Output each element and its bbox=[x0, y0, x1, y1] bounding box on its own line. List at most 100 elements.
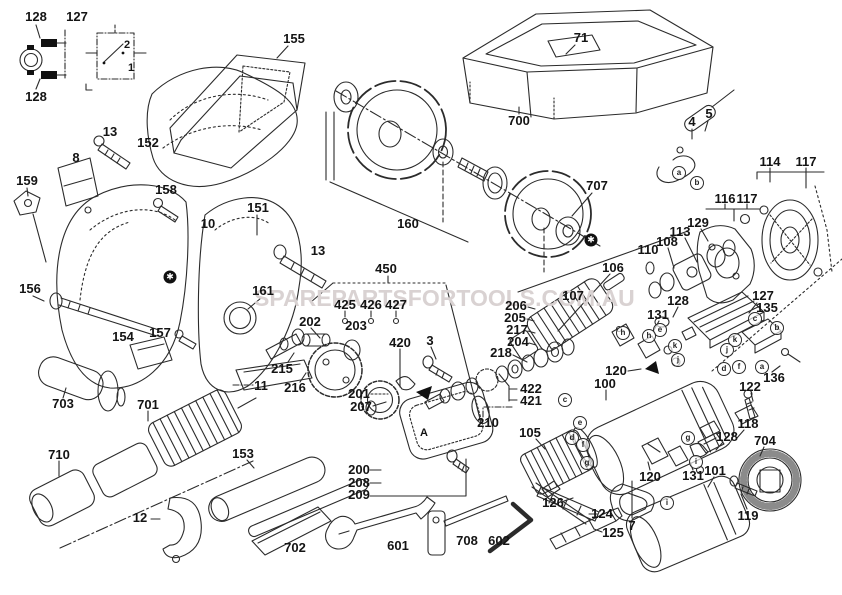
letter-marker-b: b bbox=[690, 176, 704, 190]
part-label-122: 122 bbox=[739, 378, 761, 394]
part-label-422: 422 bbox=[520, 380, 542, 396]
part-screw-3 bbox=[422, 355, 453, 383]
part-label-207: 207 bbox=[350, 398, 372, 414]
part-label-11: 11 bbox=[254, 377, 268, 393]
part-label-152: 152 bbox=[137, 134, 159, 150]
letter-marker-e: e bbox=[573, 416, 587, 430]
part-label-420: 420 bbox=[389, 334, 411, 350]
part-label-131: 131 bbox=[682, 467, 704, 483]
part-label-108: 108 bbox=[656, 233, 678, 249]
part-label-71: 71 bbox=[573, 29, 589, 45]
part-label-200: 200 bbox=[348, 461, 370, 477]
part-label-114: 114 bbox=[759, 153, 781, 169]
part-wrench-601 bbox=[325, 496, 436, 550]
part-label-704: 704 bbox=[754, 432, 776, 448]
part-label-13: 13 bbox=[310, 242, 326, 258]
letter-marker-h: h bbox=[616, 326, 630, 340]
part-label-131: 131 bbox=[647, 306, 669, 322]
part-flange-707 bbox=[555, 216, 581, 246]
part-pin-spanner-708 bbox=[427, 495, 509, 556]
part-screw-158 bbox=[152, 197, 179, 223]
part-label-117: 117 bbox=[736, 190, 758, 206]
letter-marker-j: j bbox=[671, 353, 685, 367]
part-wing-bolt-159 bbox=[13, 190, 47, 263]
part-label-127: 127 bbox=[66, 8, 88, 24]
part-label-450: 450 bbox=[375, 260, 397, 276]
part-label-218: 218 bbox=[490, 344, 512, 360]
part-label-119: 119 bbox=[737, 507, 759, 523]
part-label-159: 159 bbox=[16, 172, 38, 188]
part-blade-160 bbox=[347, 80, 447, 180]
part-pinion-200 bbox=[446, 449, 470, 474]
part-label-710: 710 bbox=[48, 446, 70, 462]
part-scraper-702 bbox=[251, 506, 332, 556]
part-shaft-cylinder bbox=[92, 442, 158, 498]
part-label-205: 205 bbox=[504, 309, 526, 325]
part-label-204: 204 bbox=[507, 333, 529, 349]
part-label-107: 107 bbox=[562, 287, 584, 303]
letter-marker-c: c bbox=[748, 312, 762, 326]
part-cap-cylinder-101 bbox=[625, 475, 751, 573]
part-label-101: 101 bbox=[704, 462, 726, 478]
part-label-128: 128 bbox=[25, 88, 47, 104]
part-guard-shell-152 bbox=[146, 66, 298, 187]
part-washer-chain-218 bbox=[424, 338, 575, 410]
part-label-128: 128 bbox=[25, 8, 47, 24]
part-label-113: 113 bbox=[669, 223, 691, 239]
part-label-8: 8 bbox=[72, 149, 80, 165]
part-label-128: 128 bbox=[716, 428, 738, 444]
part-gear-plate-203 bbox=[307, 339, 363, 398]
part-label-126: 126 bbox=[542, 494, 564, 510]
part-bearing-cap-710 bbox=[29, 469, 95, 527]
part-guard-shell-151 bbox=[197, 197, 302, 393]
part-label-707: 707 bbox=[586, 177, 608, 193]
letter-marker-c: c bbox=[558, 393, 572, 407]
part-label-421: 421 bbox=[520, 392, 542, 408]
part-blade-707 bbox=[504, 170, 592, 258]
part-label-216: 216 bbox=[284, 379, 306, 395]
part-plate-8 bbox=[57, 157, 99, 207]
part-label-157: 157 bbox=[149, 324, 171, 340]
part-label-602: 602 bbox=[488, 532, 510, 548]
part-label-206: 206 bbox=[505, 297, 527, 313]
part-label-201: 201 bbox=[348, 385, 370, 401]
part-label-2: 2 bbox=[123, 38, 131, 51]
part-label-7: 7 bbox=[628, 517, 636, 533]
part-label-5: 5 bbox=[705, 105, 713, 121]
part-foot-plate-11 bbox=[235, 359, 313, 391]
letter-marker-k: k bbox=[668, 339, 682, 353]
part-depth-rod-4-5 bbox=[656, 89, 735, 184]
part-label-209: 209 bbox=[348, 486, 370, 502]
part-case-71-700 bbox=[462, 9, 714, 120]
part-label-160: 160 bbox=[397, 215, 419, 231]
part-label-110: 110 bbox=[637, 241, 659, 257]
letter-marker-a: a bbox=[755, 360, 769, 374]
letter-marker-k: k bbox=[728, 333, 742, 347]
letter-marker-b: b bbox=[770, 321, 784, 335]
part-clamp-12 bbox=[162, 496, 202, 564]
part-washer-160 bbox=[333, 81, 359, 113]
letter-marker-i: i bbox=[660, 496, 674, 510]
part-label-120: 120 bbox=[639, 468, 661, 484]
part-label-215: 215 bbox=[271, 360, 293, 376]
part-label-135: 135 bbox=[756, 299, 778, 315]
assembly-marker-A: A bbox=[420, 427, 428, 439]
letter-marker-g: g bbox=[580, 456, 594, 470]
part-label-708: 708 bbox=[456, 532, 478, 548]
part-bracket-154 bbox=[129, 336, 173, 370]
part-label-703: 703 bbox=[52, 395, 74, 411]
part-label-700: 700 bbox=[508, 112, 530, 128]
part-bracket-118 bbox=[734, 404, 759, 425]
part-label-151: 151 bbox=[247, 199, 269, 215]
part-strip-125 bbox=[549, 507, 623, 550]
part-label-701: 701 bbox=[137, 396, 159, 412]
part-label-136: 136 bbox=[763, 369, 785, 385]
star-marker: ✱ bbox=[163, 270, 177, 284]
part-label-203: 203 bbox=[345, 317, 367, 333]
part-spindle-215-216 bbox=[265, 328, 305, 360]
part-label-161: 161 bbox=[252, 282, 274, 298]
part-cover-116 bbox=[696, 213, 755, 304]
